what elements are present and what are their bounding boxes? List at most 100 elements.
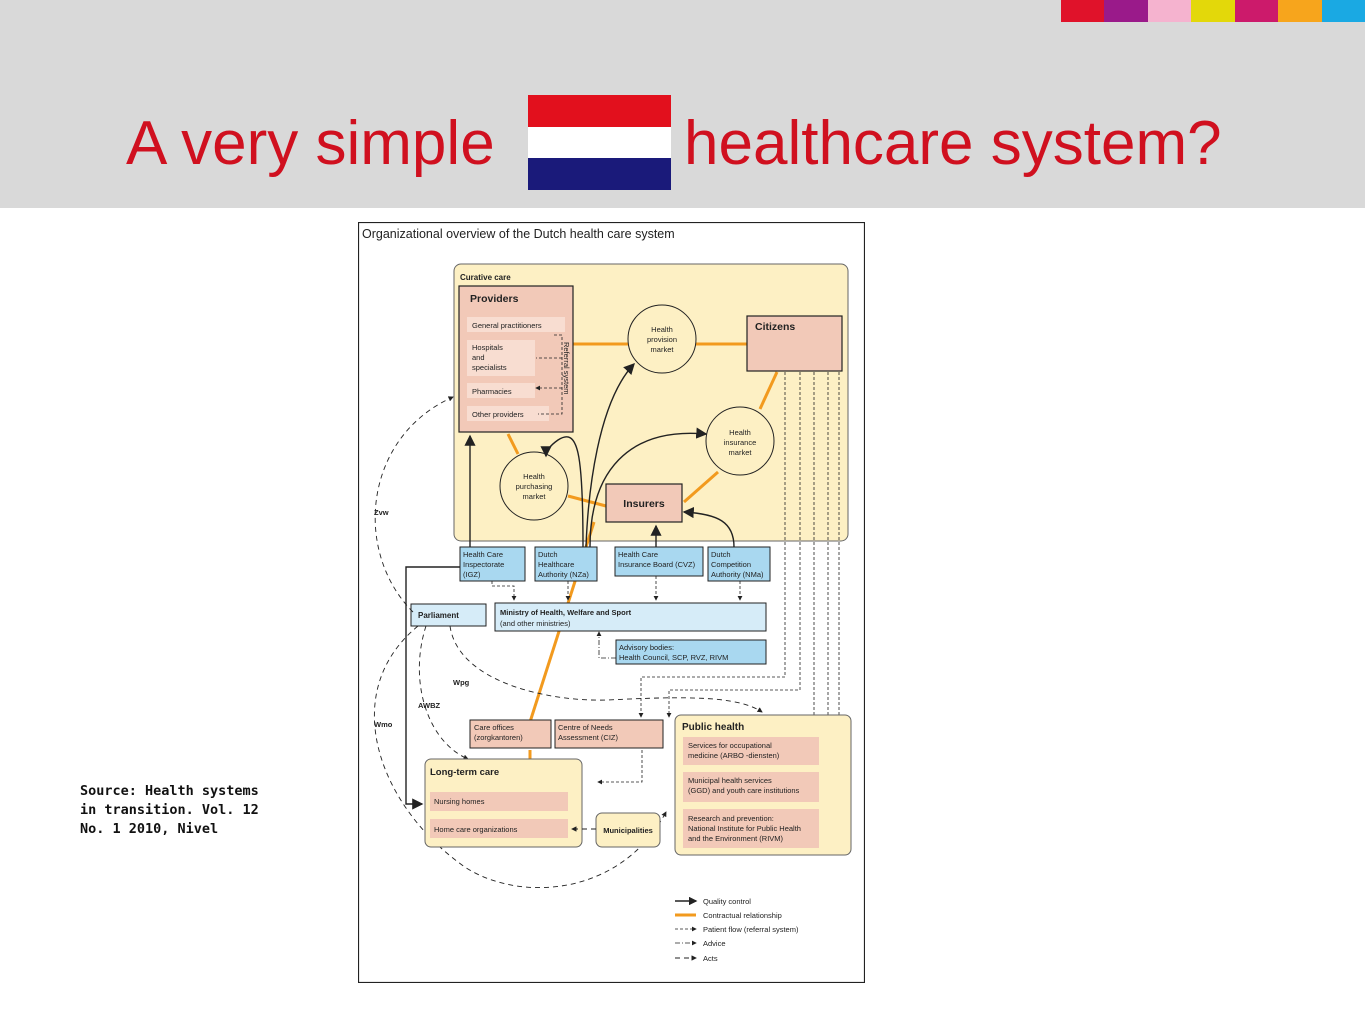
nma-line2: Competition xyxy=(711,560,751,569)
care-offices-box xyxy=(469,719,552,749)
nza-line1: Dutch xyxy=(538,550,558,559)
ciz-line1: Centre of Needs xyxy=(558,723,613,732)
legend-advice: Advice xyxy=(703,939,726,948)
nma-line1: Dutch xyxy=(711,550,731,559)
provider-hospitals-line2: and xyxy=(472,353,485,362)
public-health-title: Public health xyxy=(682,722,744,733)
nza-line3: Authority (NZa) xyxy=(538,570,589,579)
slide-title-part1: A very simple xyxy=(126,109,495,178)
insurance-market-line1: Health xyxy=(729,428,751,437)
provider-pharmacies: Pharmacies xyxy=(472,387,512,396)
provider-hospitals-line1: Hospitals xyxy=(472,343,503,352)
igz-box xyxy=(459,546,526,582)
ph-rivm-line1: Research and prevention: xyxy=(688,814,774,823)
ltc-nursing-homes: Nursing homes xyxy=(434,797,485,806)
law-wpg: Wpg xyxy=(453,678,470,687)
purchasing-market-line1: Health xyxy=(523,472,545,481)
long-term-care-title: Long-term care xyxy=(430,767,499,778)
curative-care-label: Curative care xyxy=(460,273,511,282)
acts-arrows xyxy=(373,396,763,889)
municipalities-box xyxy=(595,812,661,848)
cvz-line2: Insurance Board (CVZ) xyxy=(618,560,696,569)
insurance-market-line3: market xyxy=(729,448,753,457)
provider-item-bg xyxy=(467,406,549,421)
igz-line3: (IGZ) xyxy=(463,570,481,579)
provider-item-bg xyxy=(467,340,535,376)
provider-item-bg xyxy=(467,317,565,332)
cvz-box xyxy=(614,546,704,577)
advisory-box xyxy=(615,639,767,665)
dutch-flag-icon xyxy=(528,95,671,190)
provision-market-line2: provision xyxy=(647,335,677,344)
provider-gp: General practitioners xyxy=(472,321,542,330)
stripe-purple xyxy=(1104,0,1148,22)
diagram-canvas: Organizational overview of the Dutch hea… xyxy=(357,221,866,984)
provider-hospitals-line3: specialists xyxy=(472,363,507,372)
ph-item-bg xyxy=(683,809,819,848)
referral-system-label: Referral system xyxy=(562,342,571,395)
law-zvw: Zvw xyxy=(374,508,389,517)
providers-title: Providers xyxy=(470,293,519,305)
ph-item-bg xyxy=(683,772,819,802)
ministry-box xyxy=(494,602,767,632)
advice-arrow xyxy=(596,631,616,659)
nma-box xyxy=(707,546,771,582)
cvz-line1: Health Care xyxy=(618,550,658,559)
nza-box xyxy=(534,546,598,582)
dutch-health-system-diagram: Organizational overview of the Dutch hea… xyxy=(357,221,866,984)
ltc-home-care: Home care organizations xyxy=(434,825,518,834)
ciz-line2: Assessment (CIZ) xyxy=(558,733,619,742)
law-awbz: AWBZ xyxy=(418,701,440,710)
ph-ggd-line2: (GGD) and youth care institutions xyxy=(688,786,800,795)
slide-title-part2: healthcare system? xyxy=(684,109,1222,178)
stripe-magenta xyxy=(1234,0,1278,22)
ph-item-bg xyxy=(683,737,819,765)
provider-item-bg xyxy=(467,383,535,398)
advisory-line2: Health Council, SCP, RVZ, RIVM xyxy=(619,653,728,662)
quality-control-arrows xyxy=(405,362,735,810)
ltc-item-bg xyxy=(430,792,568,811)
nma-line3: Authority (NMa) xyxy=(711,570,764,579)
legend: Quality control Contractual relationship… xyxy=(675,896,799,963)
stripe-pink xyxy=(1147,0,1191,22)
nza-line2: Healthcare xyxy=(538,560,574,569)
purchasing-market-line2: purchasing xyxy=(516,482,553,491)
ph-arbo-line2: medicine (ARBO -diensten) xyxy=(688,751,780,760)
stripe-orange xyxy=(1278,0,1322,22)
legend-patient-flow: Patient flow (referral system) xyxy=(703,925,799,934)
referral-arrows xyxy=(536,334,563,415)
agency-to-ministry-arrows xyxy=(491,576,743,601)
insurers-label: Insurers xyxy=(623,498,665,510)
legend-contractual: Contractual relationship xyxy=(703,911,782,920)
source-citation: Source: Health systems in transition. Vo… xyxy=(80,783,259,837)
insurers-box xyxy=(605,483,683,523)
ciz-box xyxy=(554,719,664,749)
header-bar: A very simple healthcare system? xyxy=(0,0,1365,208)
color-stripes xyxy=(1060,0,1365,22)
citizens-box xyxy=(746,315,843,372)
ph-rivm-line3: and the Environment (RIVM) xyxy=(688,834,784,843)
stripe-red xyxy=(1060,0,1104,22)
stripe-cyan xyxy=(1321,0,1365,22)
ph-ggd-line1: Municipal health services xyxy=(688,776,772,785)
health-provision-market xyxy=(627,304,697,374)
igz-line1: Health Care xyxy=(463,550,503,559)
municipalities-label: Municipalities xyxy=(603,826,653,835)
legend-quality-control: Quality control xyxy=(703,897,751,906)
diagram-title: Organizational overview of the Dutch hea… xyxy=(362,227,675,241)
igz-line2: Inspectorate xyxy=(463,560,504,569)
ministry-subtitle: (and other ministries) xyxy=(500,619,571,628)
purchasing-market-line3: market xyxy=(523,492,547,501)
ltc-item-bg xyxy=(430,819,568,838)
ph-arbo-line1: Services for occupational xyxy=(688,741,772,750)
health-insurance-market xyxy=(705,406,775,476)
provision-market-line3: market xyxy=(651,345,675,354)
parliament-box xyxy=(410,603,487,627)
law-wmo: Wmo xyxy=(374,720,393,729)
provider-other: Other providers xyxy=(472,410,524,419)
care-offices-line1: Care offices xyxy=(474,723,514,732)
ministry-title: Ministry of Health, Welfare and Sport xyxy=(500,608,632,617)
parliament-label: Parliament xyxy=(418,611,459,620)
citizens-label: Citizens xyxy=(755,321,795,333)
stripe-yellow xyxy=(1191,0,1235,22)
